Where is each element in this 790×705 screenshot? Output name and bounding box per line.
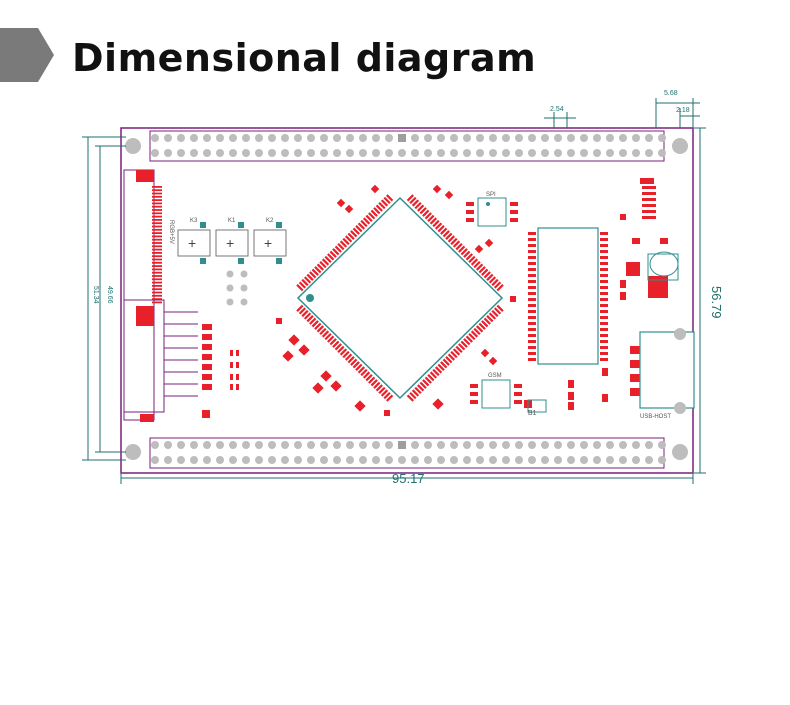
usb-host-connector: USB-HOST: [639, 328, 695, 420]
top-pin-header: [151, 134, 666, 157]
push-buttons: + + + K3 K1 K2: [177, 218, 287, 264]
resistor-arrays: [202, 324, 239, 418]
bottom-header-outline: [149, 437, 665, 469]
corner-offset-label: 5.68: [664, 90, 678, 97]
usb-host-label: USB-HOST: [640, 414, 671, 420]
gsm-label: GSM: [488, 373, 502, 379]
memory-chip: [528, 227, 608, 365]
svg-text:+: +: [226, 235, 234, 251]
spi-chip: SPI: [466, 192, 518, 227]
k2-label: K2: [266, 218, 274, 224]
chevron-badge-icon: [0, 28, 54, 82]
bottom-pin-header: [151, 441, 666, 464]
crystal: [647, 251, 679, 281]
mcu-pads: [296, 194, 504, 402]
k3-label: K3: [190, 218, 198, 224]
rgb-label: RGB+5V: [168, 220, 174, 244]
mcu-chip: [296, 194, 504, 402]
mount-hole-bottom-right: [672, 444, 688, 460]
left-connector: RGB+5V: [123, 169, 174, 422]
top-header-outline: [149, 130, 665, 162]
corner-offset-small-label: 2.18: [676, 107, 690, 114]
page-title: Dimensional diagram: [72, 36, 537, 80]
gsm-chip: GSM: [470, 373, 522, 409]
mount-hole-bottom-left: [125, 444, 141, 460]
via-cluster: [226, 270, 248, 306]
k1-label: K1: [228, 218, 236, 224]
outer-inner-height-label: 51.34: [92, 286, 99, 304]
board-outline: [120, 127, 694, 474]
buzzer: B1: [527, 399, 547, 417]
mount-hole-top-right: [672, 138, 688, 154]
height-dimension-label: 56.79: [709, 286, 724, 319]
right-pin-strip: [642, 186, 656, 219]
width-dimension-label: 95.17: [392, 471, 425, 486]
buzzer-label: B1: [528, 410, 537, 417]
dimension-lines: [82, 98, 706, 484]
section-header: Dimensional diagram: [0, 28, 790, 84]
mount-hole-top-left: [125, 138, 141, 154]
inner-height-label: 49.66: [106, 286, 113, 304]
pitch-dimension-label: 2.54: [550, 106, 564, 113]
right-angle-header: [123, 299, 198, 413]
spi-label: SPI: [486, 192, 496, 198]
svg-text:+: +: [264, 235, 272, 251]
svg-text:+: +: [188, 235, 196, 251]
smd-components: [276, 178, 668, 416]
